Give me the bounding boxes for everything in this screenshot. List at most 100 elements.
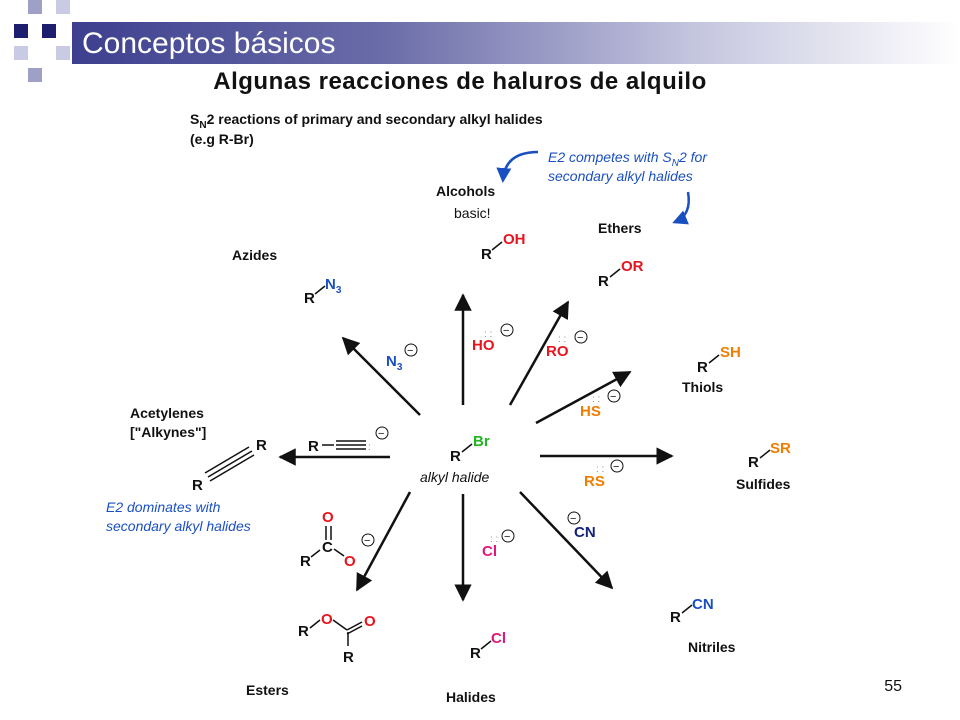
svg-text:CN: CN [692,596,714,613]
svg-text:−: − [613,461,619,473]
svg-text:Ethers: Ethers [598,220,642,236]
curved-arrow-up [496,150,539,183]
note-e2-competes-line2: secondary alkyl halides [548,168,693,184]
svg-text:SR: SR [770,440,791,457]
svg-text:OR: OR [621,258,644,275]
svg-text:Sulfides: Sulfides [736,476,791,492]
product-alcohol: Alcohols basic! R OH [436,183,526,263]
svg-text:OH: OH [503,231,526,248]
decor-square [56,0,70,14]
product-nitrile: R CN Nitriles [670,596,736,655]
svg-text:O: O [322,509,334,526]
svg-text:−: − [504,531,510,543]
svg-text:: :: : : [558,334,566,345]
reagent-azide: N3 − [386,343,418,373]
svg-text:−: − [364,535,370,547]
arrow-to-ethers [508,300,570,406]
svg-text:R: R [748,454,759,471]
svg-text:−: − [503,325,509,337]
svg-text:CN: CN [574,524,596,541]
svg-text:: :: : : [596,464,604,475]
page-number: 55 [884,678,902,695]
decor-square [42,24,56,38]
product-halide: R Cl Halides [446,630,506,705]
svg-text:R: R [697,359,708,376]
product-azide: Azides R N3 [232,247,342,307]
svg-text:Nitriles: Nitriles [688,639,736,655]
svg-text:R: R [470,645,481,662]
svg-text:−: − [570,513,576,525]
svg-text:R: R [670,609,681,626]
slide-title: Conceptos básicos [82,27,336,60]
svg-text:RS: RS [584,473,605,490]
svg-text:R: R [192,477,203,494]
alkyl-halide: R Br alkyl halide [420,433,490,485]
svg-text:Thiols: Thiols [682,379,723,395]
svg-text:basic!: basic! [454,205,491,221]
svg-text:R: R [300,553,311,570]
reagent-acetylide: R : − [308,426,389,455]
svg-text:R: R [481,246,492,263]
svg-text:HO: HO [472,337,495,354]
svg-text:HS: HS [580,403,601,420]
reagent-thiolate: RS : : − [584,459,624,490]
diagram-heading-example: (e.g R-Br) [190,131,254,147]
svg-text:R: R [450,448,461,465]
svg-text:Alcohols: Alcohols [436,183,495,199]
svg-text::: : [368,442,371,453]
svg-text:: :: : : [592,394,600,405]
svg-text:N3: N3 [386,353,403,373]
note-e2-dominates: E2 dominates with [106,499,221,515]
svg-text:O: O [344,553,356,570]
svg-text:Esters: Esters [246,682,289,698]
decor-square [56,46,70,60]
svg-text:Halides: Halides [446,689,496,705]
svg-text:alkyl halide: alkyl halide [420,469,489,485]
product-alkyne: Acetylenes ["Alkynes"] R R [130,405,267,494]
product-thiol: R SH Thiols [682,344,741,395]
product-ester: R O O R Esters [246,611,376,698]
diagram-heading: SN2 reactions of primary and secondary a… [190,111,543,131]
reagent-chloride: Cl : : − [482,529,515,560]
svg-text:SH: SH [720,344,741,361]
reagent-cyanide: − CN [567,511,596,541]
note-e2-dominates-line2: secondary alkyl halides [106,518,251,534]
svg-text:R: R [298,623,309,640]
svg-text:N3: N3 [325,276,342,296]
reagent-alkoxide: RO : : − [546,330,588,360]
svg-text:O: O [364,613,376,630]
svg-text:R: R [304,290,315,307]
arrow-to-azides [341,336,421,416]
reagent-hydrosulfide: HS : : − [580,389,621,420]
svg-text:−: − [378,428,384,440]
svg-text:Cl: Cl [491,630,506,647]
note-e2-competes: E2 competes with SN2 for [548,149,708,169]
arrow-to-esters [355,491,412,592]
svg-text:Cl: Cl [482,543,497,560]
product-ether: Ethers R OR [598,220,644,290]
arrow-to-nitriles [519,491,614,590]
title-bar [72,22,960,64]
reagent-carboxylate: O C O R − [300,509,375,570]
decor-square [14,24,28,38]
svg-text:: :: : : [484,329,492,340]
svg-text:RO: RO [546,343,569,360]
svg-text:: :: : : [490,534,498,545]
arrow-to-thiols [535,370,632,425]
product-sulfide: R SR Sulfides [736,440,791,492]
svg-text:Azides: Azides [232,247,277,263]
svg-text:Br: Br [473,433,490,450]
decor-square [14,46,28,60]
svg-text:O: O [321,611,333,628]
slide-subtitle: Algunas reacciones de haluros de alquilo [213,68,707,95]
svg-text:C: C [322,539,333,556]
svg-text:−: − [610,391,616,403]
reagent-hydroxide: HO : : − [472,323,514,354]
svg-text:−: − [407,345,413,357]
svg-text:R: R [308,438,319,455]
svg-text:R: R [598,273,609,290]
curved-arrow-down [672,191,690,225]
decor-square [28,0,42,14]
svg-text:Acetylenes: Acetylenes [130,405,204,421]
